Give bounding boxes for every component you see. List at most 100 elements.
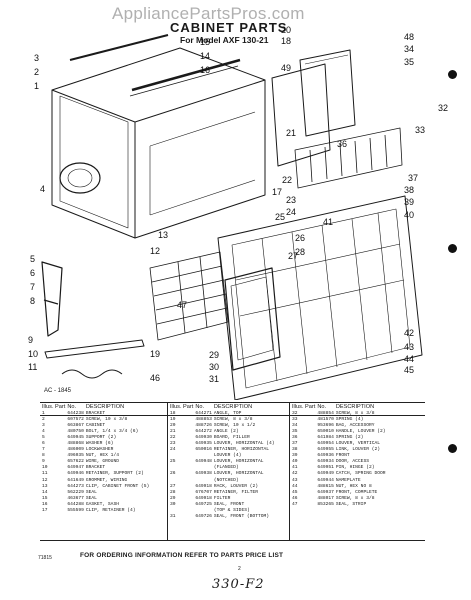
drawing-code: AC - 1845 <box>44 388 72 394</box>
callout-number: 20 <box>281 25 291 35</box>
callout-number: 30 <box>209 362 219 372</box>
part-description: FRONT, COMPLETE <box>335 489 378 495</box>
ordering-note: FOR ORDERING INFORMATION REFER TO PARTS … <box>80 552 284 559</box>
part-number: 649951 <box>317 465 334 471</box>
callout-number: 37 <box>408 173 418 183</box>
callout-layer: 1234567891011121314151617181920212223242… <box>28 25 448 384</box>
callout-number: 19 <box>150 349 160 359</box>
part-description: SEAL <box>85 489 97 495</box>
illus-number: 11 <box>42 471 48 477</box>
part-description: WIRE, GROUND <box>85 459 119 465</box>
part-number: 644272 <box>195 428 212 434</box>
page-subtitle: For Model AXF 130-21 <box>180 35 269 45</box>
table-header-rule <box>40 415 425 416</box>
callout-number: 41 <box>323 217 333 227</box>
header-illus: Illus. Part <box>170 404 194 410</box>
callout-number: 27 <box>288 251 298 261</box>
illus-number: 24 <box>170 447 176 453</box>
part-number: 650016 <box>195 447 212 453</box>
part-number: 644288 <box>67 501 84 507</box>
part-number: 649949 <box>317 471 334 477</box>
illus-number: 33 <box>292 416 298 422</box>
part-description: SEAL, FRONT (BOTTOM) <box>213 514 270 520</box>
part-number: 649948 <box>195 459 212 465</box>
part-number: 649936 <box>317 453 334 459</box>
callout-number: 16 <box>200 65 210 75</box>
part-number: 649934 <box>317 459 334 465</box>
part-number: 496035 <box>67 453 84 459</box>
illus-number: 2 <box>42 416 45 422</box>
part-description: LOUVER, HORIZONTAL <box>213 471 264 477</box>
column-divider <box>167 402 168 540</box>
callout-number: 23 <box>286 195 296 205</box>
part-number: 649918 <box>195 495 212 501</box>
part-description: (FLANGED) <box>213 465 239 471</box>
binder-hole-dot <box>448 244 457 253</box>
callout-number: 29 <box>209 350 219 360</box>
part-number: 641984 <box>317 434 334 440</box>
part-description: LOCKWASHER <box>85 447 114 453</box>
part-description: SPRING (4) <box>335 416 364 422</box>
part-number: 607572 <box>67 416 84 422</box>
part-number: 463677 <box>67 495 84 501</box>
horizontal-louvers-shape <box>149 251 229 341</box>
illus-number: 8 <box>42 453 45 459</box>
part-description: ANGLE (2) <box>213 428 239 434</box>
part-number: 657622 <box>67 459 84 465</box>
filler-board-shape <box>271 63 331 167</box>
part-description: (NOTCHED) <box>213 477 239 483</box>
callout-number: 22 <box>282 175 292 185</box>
part-description: LOUVER, VERTICAL <box>335 440 380 446</box>
part-number: 488854 <box>317 410 334 416</box>
part-number: 644271 <box>195 410 212 416</box>
callout-number: 14 <box>200 51 210 61</box>
part-number: 649946 <box>67 471 84 477</box>
part-number: 481570 <box>317 416 334 422</box>
illus-number: 14 <box>42 489 48 495</box>
part-description: CABINET <box>85 422 106 428</box>
illus-number: 25 <box>170 459 176 465</box>
illus-number: 17 <box>42 508 48 513</box>
illus-number: 19 <box>170 416 176 422</box>
part-description: FRONT <box>335 453 350 459</box>
callout-number: 11 <box>28 362 37 372</box>
callout-number: 39 <box>404 197 414 207</box>
illus-number: 34 <box>292 422 298 428</box>
header-description: DESCRIPTION <box>213 404 253 410</box>
illus-number: 39 <box>292 453 298 459</box>
part-description: SCREW, 8 x 3/8 <box>335 495 375 501</box>
illus-number: 40 <box>292 459 298 465</box>
part-description: ANGLE, TOP <box>213 410 242 416</box>
illus-number: 31 <box>170 514 176 520</box>
illus-number: 27 <box>170 483 176 489</box>
watermark: AppliancePartsPros.com <box>112 4 305 23</box>
callout-number: 34 <box>404 44 414 54</box>
part-number: 676707 <box>195 489 212 495</box>
part-description: LOUVER, HORIZONTAL <box>213 459 264 465</box>
illus-number: 6 <box>42 440 45 446</box>
illus-number: 32 <box>292 410 298 416</box>
part-number: 663867 <box>67 422 84 428</box>
part-description: BOARD, FILLER <box>213 434 250 440</box>
illus-number: 41 <box>292 465 298 471</box>
header-description: DESCRIPTION <box>335 404 375 410</box>
callout-number: 17 <box>272 187 282 197</box>
part-number: 649944 <box>317 477 334 483</box>
callout-number: 15 <box>200 37 210 47</box>
part-number: 649947 <box>67 465 84 471</box>
callout-number: 45 <box>404 365 414 375</box>
